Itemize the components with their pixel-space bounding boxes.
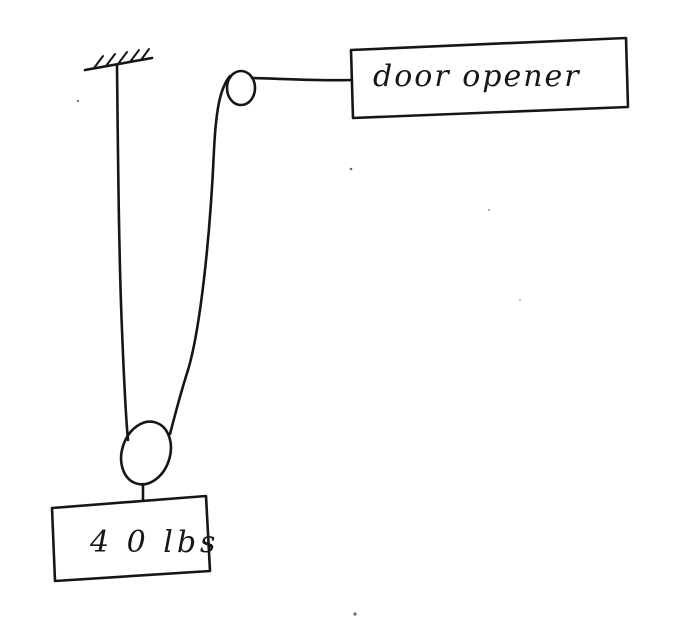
weight-box: 4 0 lbs xyxy=(50,494,219,583)
moving-rope xyxy=(168,74,232,436)
bottom-pulley xyxy=(119,420,173,486)
paper-specks xyxy=(76,99,521,616)
ceiling-anchor xyxy=(83,48,154,72)
opener-rope xyxy=(250,76,354,82)
weight-label: 4 0 lbs xyxy=(89,525,219,560)
door-opener-label: door opener xyxy=(373,59,581,94)
door-opener-box: door opener xyxy=(349,36,630,120)
fixed-rope xyxy=(115,64,130,442)
top-pulley xyxy=(225,69,257,107)
